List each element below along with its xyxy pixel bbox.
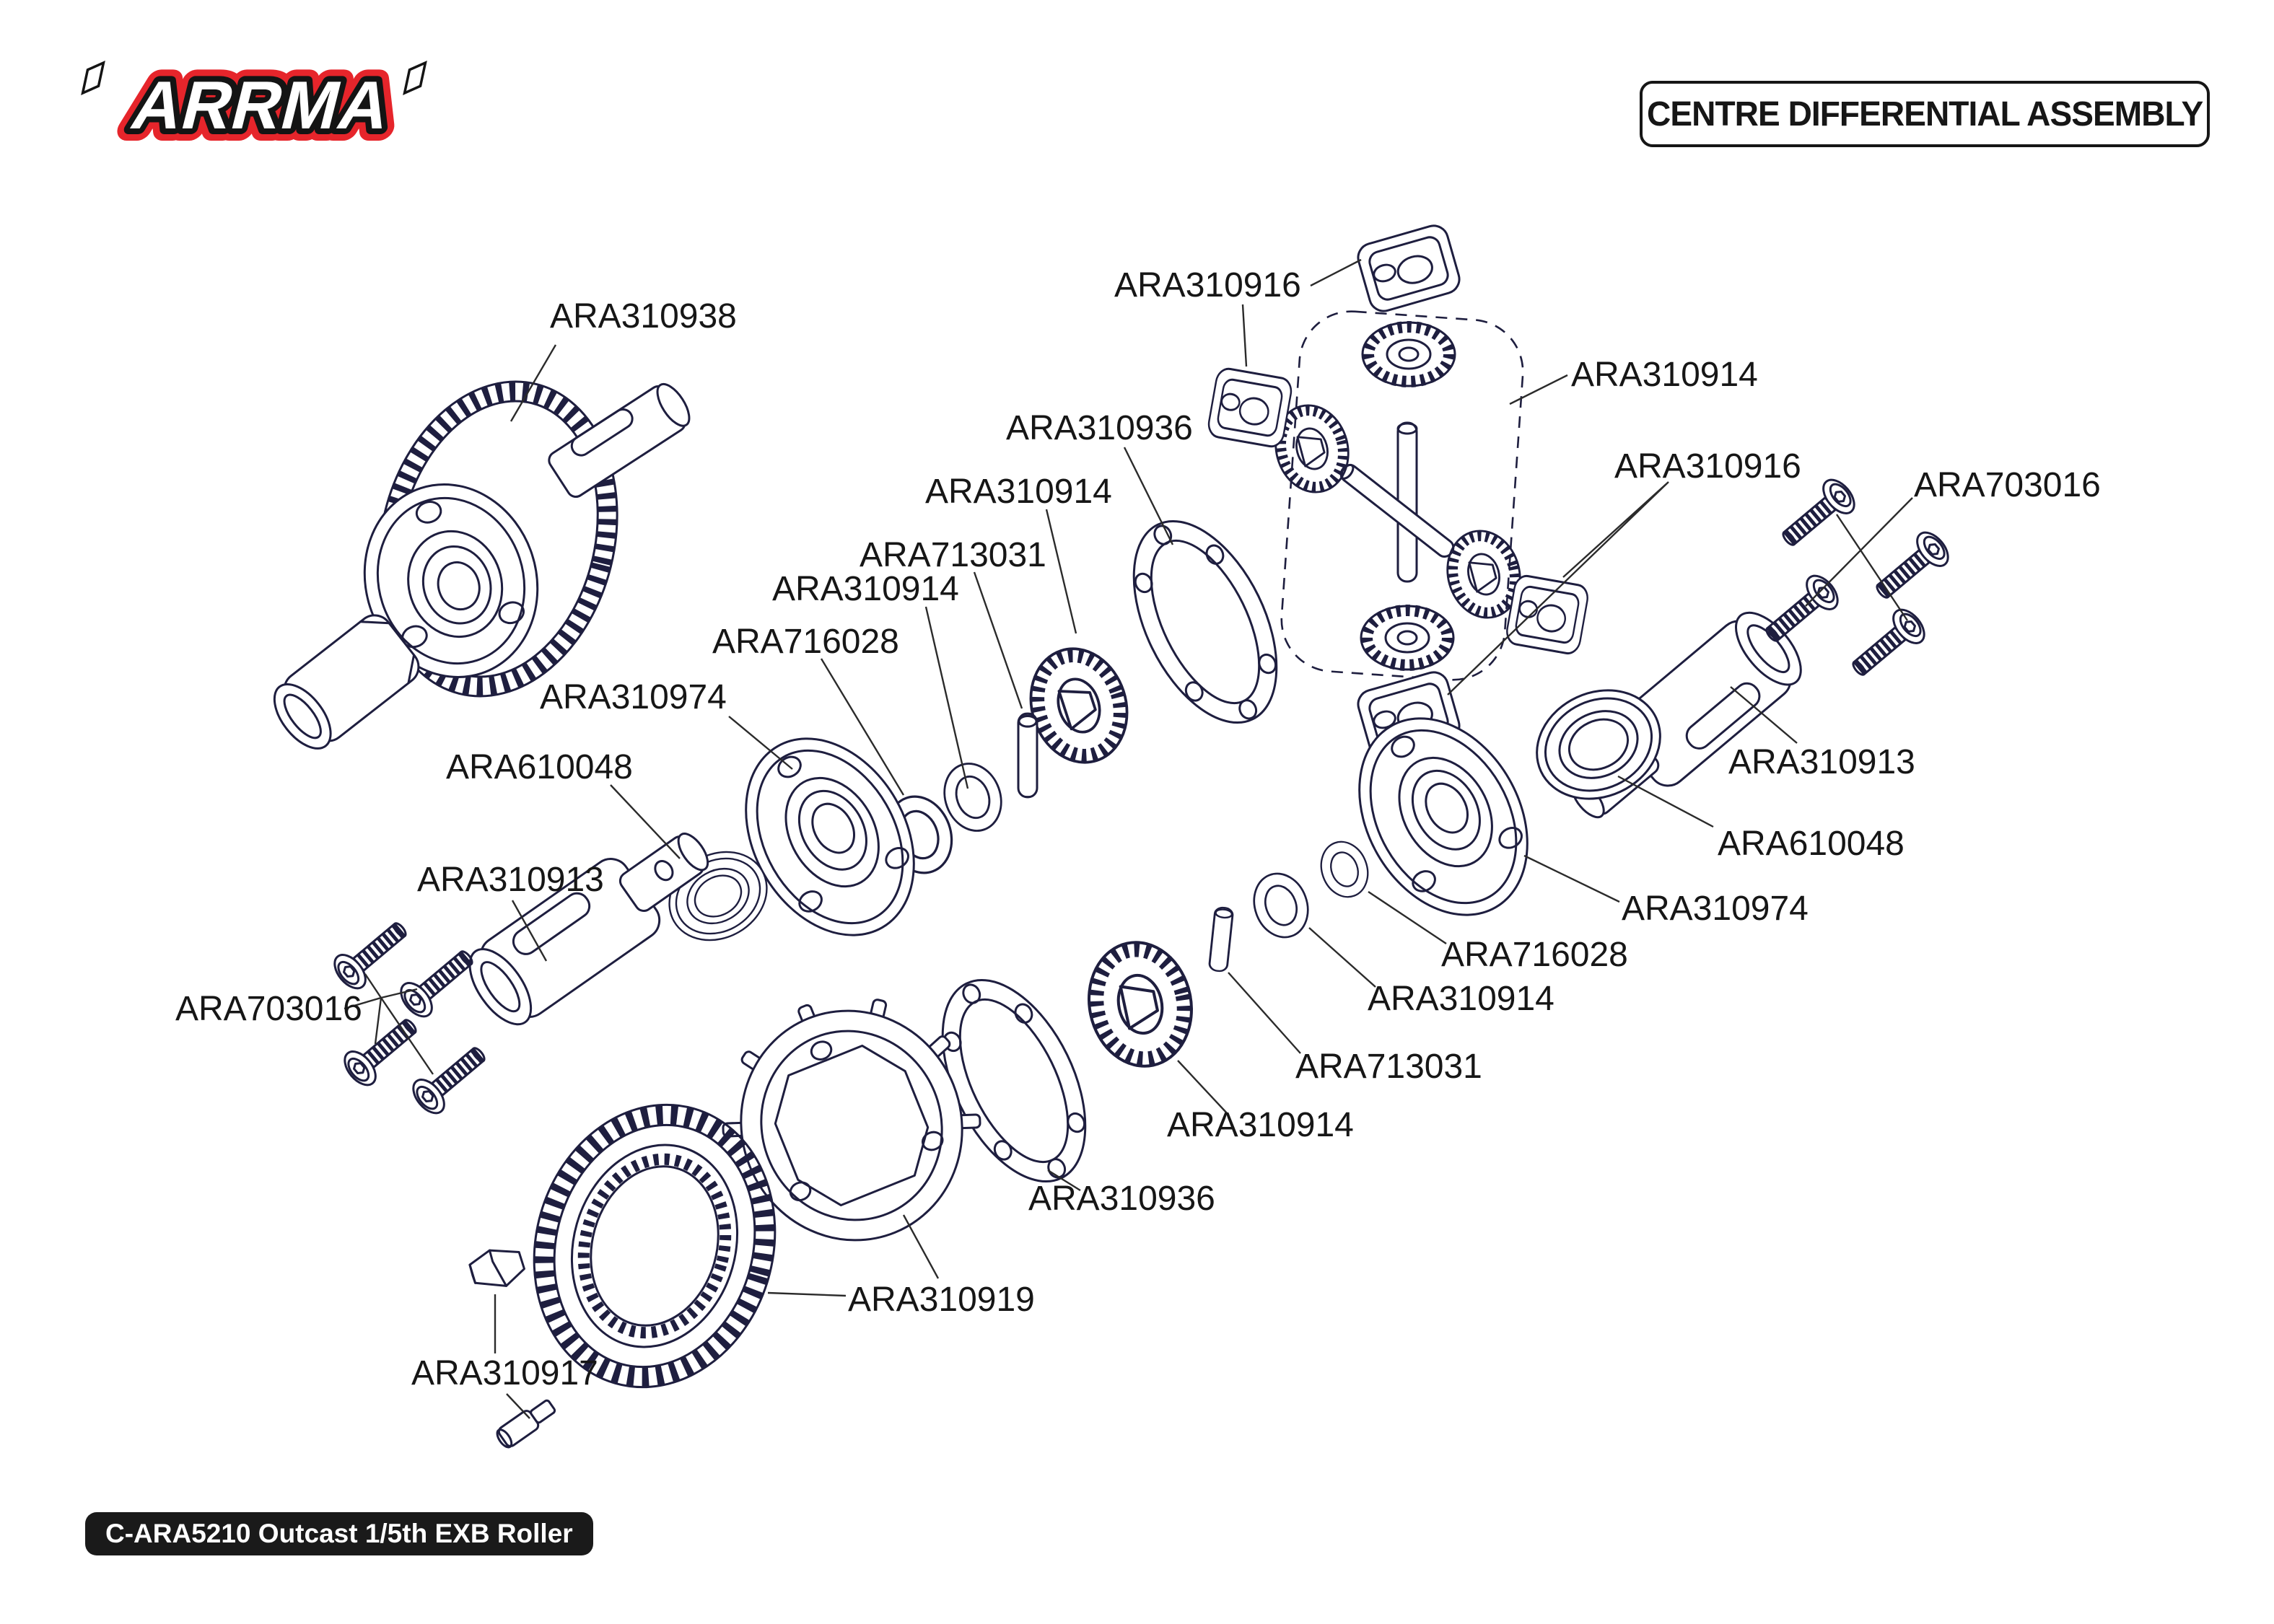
pin-upper [1017, 712, 1038, 799]
part-label: ARA310914 [1571, 356, 1758, 394]
logo-text-red-layer: ARRMA [124, 68, 399, 143]
part-label: ARA310914 [1167, 1106, 1354, 1144]
part-label: ARA610048 [446, 748, 633, 786]
washer-lower-left [1244, 865, 1318, 946]
diff-pad [468, 1249, 525, 1287]
sun-gear-lower [1077, 933, 1202, 1076]
front-flange [363, 483, 539, 678]
bevel-gear-bottom [1361, 606, 1453, 670]
part-label: ARA713031 [860, 536, 1046, 574]
part-label: ARA310914 [1368, 980, 1554, 1018]
model-badge-text: C-ARA5210 Outcast 1/5th EXB Roller [105, 1519, 573, 1548]
logo-text-fill-layer: ARRMA [124, 68, 399, 143]
pressure-pad-top [1353, 221, 1464, 316]
pressure-pad-right [1503, 573, 1591, 657]
part-label: ARA310938 [550, 297, 737, 335]
leader-lines [344, 258, 1913, 1419]
bevel-gear-top [1363, 322, 1455, 386]
spur-ring-gear [533, 1103, 777, 1389]
part-label: ARA703016 [175, 990, 362, 1028]
part-label: ARA310974 [540, 678, 727, 716]
part-label: ARA310913 [1728, 743, 1915, 781]
part-label: ARA713031 [1295, 1048, 1482, 1086]
part-label: ARA610048 [1718, 825, 1905, 863]
pin-lower [1207, 905, 1235, 973]
logo-text-outline-layer: ARRMA [124, 68, 399, 143]
part-label: ARA716028 [712, 623, 899, 661]
outdrive-cup-assembled [273, 614, 420, 750]
part-label: ARA716028 [1441, 936, 1628, 974]
page-title-box: CENTRE DIFFERENTIAL ASSEMBLY [1640, 81, 2210, 147]
dashed-outline [1280, 310, 1524, 681]
logo-tick-right [403, 61, 427, 95]
part-label: ARA310916 [1114, 266, 1301, 304]
input-shaft [548, 382, 691, 498]
part-label: ARA310919 [848, 1281, 1035, 1319]
washer-lower-right [1313, 834, 1376, 905]
part-label: ARA310914 [925, 473, 1112, 511]
diff-gasket-upper [1103, 497, 1307, 747]
part-label: ARA310916 [1614, 447, 1801, 486]
page-title: CENTRE DIFFERENTIAL ASSEMBLY [1646, 95, 2203, 133]
logo-tick-left [81, 61, 105, 95]
arrma-logo: ARRMA ARRMA ARRMA [76, 56, 437, 157]
part-label: ARA703016 [1914, 466, 2101, 504]
model-badge: C-ARA5210 Outcast 1/5th EXB Roller [85, 1512, 593, 1555]
part-label: ARA310936 [1028, 1180, 1215, 1218]
part-label: ARA310913 [417, 861, 604, 899]
pressure-pad-left [1205, 366, 1295, 449]
assembled-diff [273, 380, 691, 750]
part-label: ARA310936 [1006, 409, 1193, 447]
diff-housing-right [1324, 687, 1562, 947]
part-label: ARA310974 [1622, 890, 1809, 928]
part-label: ARA310917 [411, 1354, 598, 1392]
internal-gear-set [1205, 221, 1591, 763]
part-label: ARA310914 [772, 570, 959, 608]
diff-case [722, 998, 981, 1242]
diff-pad-pin [496, 1399, 556, 1449]
